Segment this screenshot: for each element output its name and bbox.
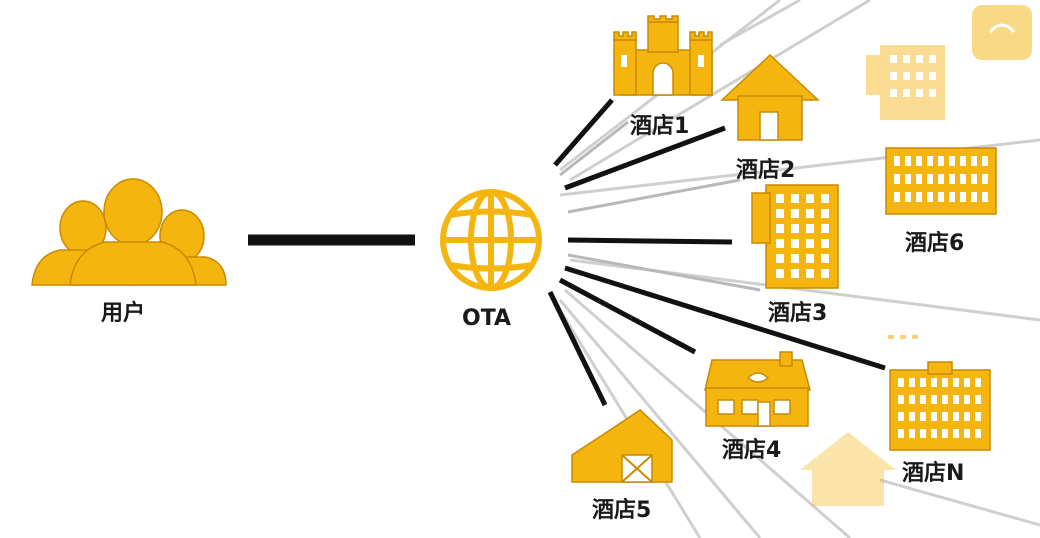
link-hoteln: [564, 265, 886, 371]
link-hotel5: [547, 290, 608, 407]
hotel1-label: 酒店1: [630, 114, 690, 139]
secondary-links: [559, 120, 761, 292]
faded-dots: [888, 335, 918, 339]
faded-card-icon: [972, 5, 1032, 60]
large-building-icon: [889, 361, 991, 451]
faded-house-icon: [800, 432, 896, 506]
tall-building-icon: [751, 184, 839, 289]
colosseum-icon: [885, 147, 997, 215]
barn-icon: [571, 409, 673, 483]
castle-icon: [613, 15, 713, 96]
hotel4-label: 酒店4: [722, 438, 782, 463]
hoteln-label: 酒店N: [902, 461, 965, 486]
hotel2-label: 酒店2: [736, 158, 796, 183]
ota-hotel-links: [547, 98, 886, 407]
cottage-icon: [704, 351, 811, 427]
ota-label: OTA: [462, 306, 512, 331]
link-hotel1: [553, 98, 614, 167]
link-hotel3: [567, 237, 733, 245]
house-icon: [720, 53, 820, 141]
users-group-icon: [31, 178, 227, 286]
hotel5-label: 酒店5: [592, 498, 652, 523]
link-hotel4: [558, 277, 697, 355]
hotel6-label: 酒店6: [905, 231, 965, 256]
hotel3-label: 酒店3: [768, 301, 828, 326]
globe-icon: [440, 189, 542, 291]
faded-building-icon: [866, 45, 945, 120]
user-label: 用户: [101, 301, 146, 326]
link-hotel2: [564, 125, 726, 191]
